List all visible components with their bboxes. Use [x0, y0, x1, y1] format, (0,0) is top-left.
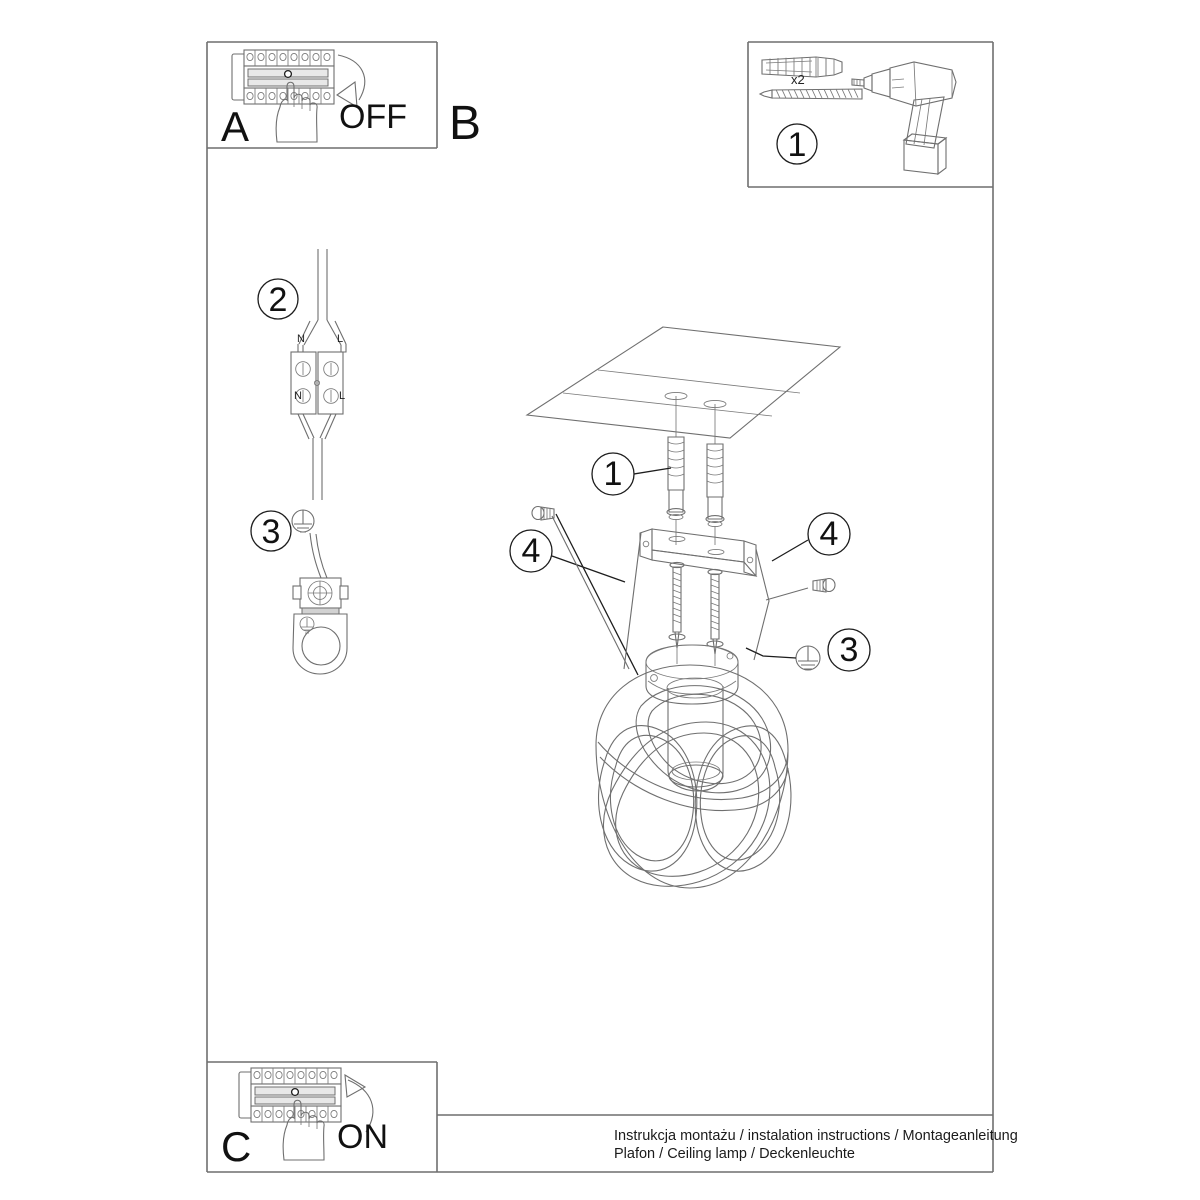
lamp-canopy [645, 644, 739, 705]
panel-power-on-border [207, 1061, 438, 1172]
callout-circle-grounding [250, 510, 292, 552]
earth-ground-symbol-icon-step3 [291, 509, 315, 533]
callout-number-3: 3 [839, 631, 859, 669]
callout-number-4-right: 4 [819, 515, 839, 553]
label-on: ON [337, 1118, 388, 1156]
panel-letter-a: A [221, 103, 250, 150]
circuit-breaker-panel-off [231, 49, 335, 105]
callout-4-right [765, 512, 851, 601]
circuit-breaker-panel-on [238, 1067, 342, 1123]
bracket-screw-left [668, 561, 686, 664]
panel-letter-b: B [449, 97, 482, 150]
terminal-label-l-top: L [337, 333, 344, 345]
ground-terminal-bracket-icon [292, 532, 349, 675]
callout-number-1: 1 [603, 455, 623, 493]
terminal-label-n-bottom: N [294, 390, 302, 402]
callout-circle-parts [776, 123, 818, 165]
mounting-bracket [639, 528, 758, 577]
terminal-label-n-top: N [297, 333, 305, 345]
lamp-shade-rings [595, 664, 792, 889]
ceiling-plate [525, 326, 842, 439]
bulb-socket [666, 677, 724, 792]
panel-power-off-border [207, 41, 438, 149]
callout-4-left [509, 513, 639, 676]
callout-1-assembly [591, 452, 672, 496]
caption-line-1: Instrukcja montażu / instalation instruc… [614, 1128, 1018, 1144]
panel-letter-c: C [221, 1123, 252, 1170]
panel-parts-border [747, 41, 993, 188]
bracket-screw-right [706, 568, 724, 666]
quantity-label: x2 [791, 72, 805, 87]
hand-pointing-icon-off [275, 81, 318, 143]
callout-number-wiring: 2 [268, 281, 288, 319]
arrow-down-curved-icon-off [336, 54, 366, 109]
sheet-frame [206, 42, 994, 1173]
grub-screw-left [531, 505, 555, 521]
terminal-label-l-bottom: L [339, 390, 346, 402]
caption-line-2: Plafon / Ceiling lamp / Deckenleuchte [614, 1146, 855, 1162]
wall-plug-icon [761, 56, 843, 78]
assembly-leader-lines [623, 532, 770, 670]
screw-icon [758, 88, 863, 100]
expansion-anchor-right [703, 399, 727, 545]
terminal-block-icon [290, 249, 347, 500]
power-drill-icon [851, 61, 957, 176]
arrow-up-curved-icon-on [344, 1073, 374, 1133]
callout-number-4-left: 4 [521, 532, 541, 570]
expansion-anchor-left [664, 391, 688, 545]
hand-pointing-icon-on [282, 1099, 325, 1161]
callout-circle-wiring [257, 278, 299, 320]
callout-number-parts: 1 [787, 126, 807, 164]
callout-number-grounding: 3 [261, 513, 281, 551]
callout-3-assembly [745, 628, 871, 672]
label-off: OFF [339, 98, 407, 136]
grub-screw-right [812, 577, 836, 593]
